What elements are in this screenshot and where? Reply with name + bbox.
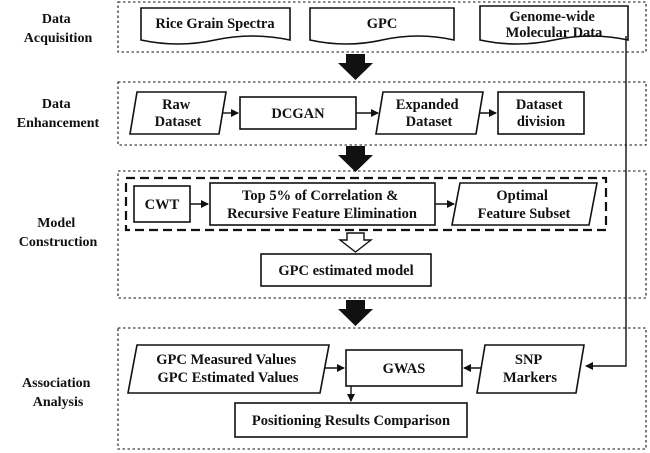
association-stage-box — [117, 327, 647, 450]
dcgan-label: DCGAN — [271, 106, 325, 122]
optimal-feature-subset-node — [451, 182, 598, 226]
to-model-hollow-arrow — [337, 232, 374, 253]
expanded-dataset-node — [375, 91, 484, 135]
positioning-results-node — [234, 402, 468, 438]
genome-wide-data-node — [479, 5, 629, 45]
dcgan-node — [239, 96, 357, 130]
raw-dataset-node — [129, 91, 227, 135]
genome-to-snp-connector — [585, 36, 627, 370]
acquisition-stage-box — [117, 1, 647, 53]
stage-arrow-2 — [338, 146, 373, 172]
rice-grain-spectra-node — [140, 7, 291, 45]
gwas-label: GWAS — [383, 361, 426, 377]
stage-arrow-3 — [338, 300, 373, 326]
stage-arrow-1 — [338, 54, 373, 80]
association-stage-label: Association Analysis — [22, 376, 94, 410]
positioning-results-label: Positioning Results Comparison — [252, 413, 450, 429]
snp-markers-node — [476, 344, 585, 394]
gwas-node — [345, 349, 463, 387]
acquisition-stage-label: Data Acquisition — [24, 12, 93, 46]
raw-dataset-label: Raw Dataset — [155, 97, 202, 130]
gpc-data-node — [309, 7, 455, 45]
expanded-dataset-label: Expanded Dataset — [396, 97, 463, 130]
feature-elimination-label: Top 5% of Correlation & Recursive Featur… — [227, 188, 417, 222]
enhancement-stage-box — [117, 81, 647, 146]
gpc-values-node — [127, 344, 330, 394]
gpc-values-label: GPC Measured Values GPC Estimated Values — [156, 352, 300, 386]
gpc-estimated-model-node — [260, 253, 432, 287]
construction-stage-label: Model Construction — [19, 216, 98, 250]
rice-grain-spectra-label: Rice Grain Spectra — [155, 16, 275, 32]
optimal-feature-subset-label: Optimal Feature Subset — [478, 188, 571, 222]
snp-markers-label: SNP Markers — [503, 352, 557, 386]
gpc-estimated-model-label: GPC estimated model — [278, 263, 413, 279]
dataset-division-node — [497, 91, 585, 135]
enhancement-stage-label: Data Enhancement — [17, 97, 100, 131]
cwt-label: CWT — [145, 197, 180, 213]
gpc-data-label: GPC — [367, 16, 398, 32]
genome-wide-data-label: Genome-wide Molecular Data — [506, 9, 604, 41]
construction-stage-box — [117, 170, 647, 299]
dataset-division-label: Dataset division — [516, 97, 566, 130]
feature-elimination-node — [209, 182, 436, 226]
feature-selection-group — [124, 176, 608, 232]
cwt-node — [133, 185, 191, 223]
